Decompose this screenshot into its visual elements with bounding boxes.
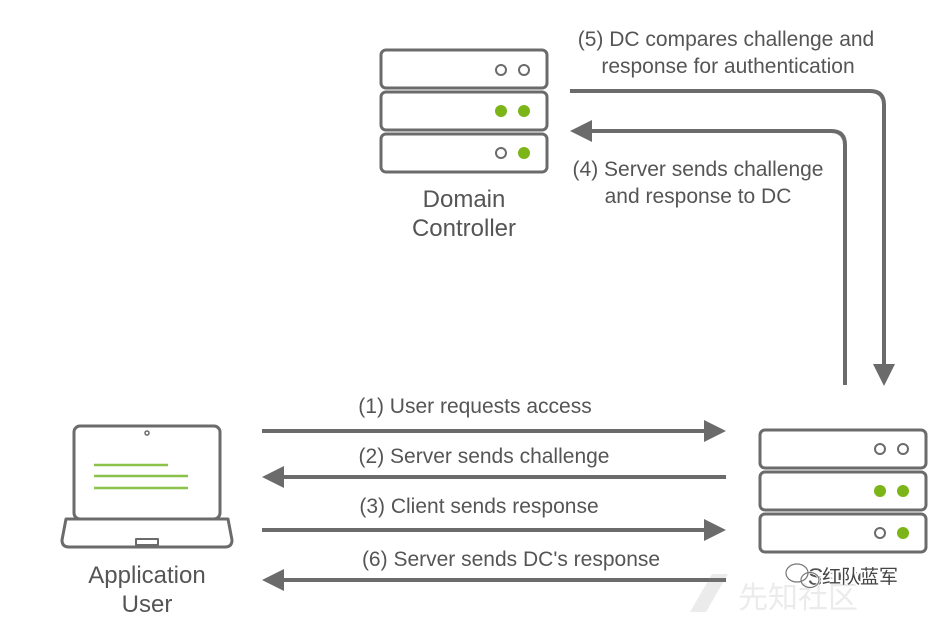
wechat-watermark: 红队蓝军 红队蓝军: [784, 562, 900, 590]
xianzhi-logo-icon: [690, 574, 728, 612]
server-led-on: [897, 527, 909, 539]
step-6-label: (6) Server sends DC's response: [362, 548, 660, 571]
server-unit-1: [758, 428, 928, 470]
wechat-watermark-text-fill: 红队蓝军: [822, 566, 898, 588]
dc-unit-3: [379, 132, 549, 174]
dc-led-off: [495, 64, 507, 76]
server-led-off: [897, 443, 909, 455]
arrowhead-step-2: [262, 466, 284, 488]
xianzhi-watermark: 先知社区: [690, 574, 858, 616]
domain-controller-icon: [379, 48, 549, 174]
user-label-line2: User: [122, 591, 173, 617]
step-2-label: (2) Server sends challenge: [359, 445, 610, 468]
dc-led-on: [518, 105, 530, 117]
wechat-watermark-text: 红队蓝军: [822, 566, 898, 588]
arrow-step-5: [570, 89, 886, 366]
step-5-label-line2: response for authentication: [601, 55, 854, 78]
flow-arrows: [262, 89, 886, 582]
server-icon: [758, 428, 928, 554]
user-label-line1: Application: [88, 562, 205, 589]
dc-unit-1: [379, 48, 549, 90]
arrowhead-step-4: [570, 120, 592, 142]
dc-led-on: [495, 105, 507, 117]
community-watermark-text: 先知社区: [738, 581, 858, 616]
server-led-off: [874, 443, 886, 455]
server-led-off: [874, 527, 886, 539]
arrow-step-4: [590, 129, 847, 385]
dc-led-on: [518, 147, 530, 159]
laptop-screen: [72, 424, 222, 521]
laptop-trackpad: [135, 538, 159, 546]
arrowhead-step-6: [262, 569, 284, 591]
server-unit-3: [758, 512, 928, 554]
dc-label-line1: Domain: [423, 186, 506, 213]
laptop-base: [60, 517, 234, 549]
dc-led-off: [518, 64, 530, 76]
dc-led-off: [495, 147, 507, 159]
arrowhead-step-1: [704, 420, 726, 442]
laptop-icon: [60, 424, 234, 549]
step-5-label-line1: (5) DC compares challenge and: [578, 28, 874, 51]
laptop-screen-lines: [94, 463, 188, 490]
arrowheads: [262, 120, 895, 591]
step-1-label: (1) User requests access: [358, 395, 591, 418]
dc-unit-2: [379, 90, 549, 132]
server-led-on: [874, 485, 886, 497]
arrowhead-step-5: [873, 364, 895, 386]
server-unit-2: [758, 470, 928, 512]
step-3-label: (3) Client sends response: [359, 495, 598, 518]
step-4-label-line2: and response to DC: [605, 185, 792, 208]
dc-label-line2: Controller: [412, 215, 516, 242]
arrowhead-step-3: [704, 519, 726, 541]
step-4-label-line1: (4) Server sends challenge: [573, 158, 824, 181]
server-led-on: [897, 485, 909, 497]
laptop-camera: [144, 430, 150, 436]
